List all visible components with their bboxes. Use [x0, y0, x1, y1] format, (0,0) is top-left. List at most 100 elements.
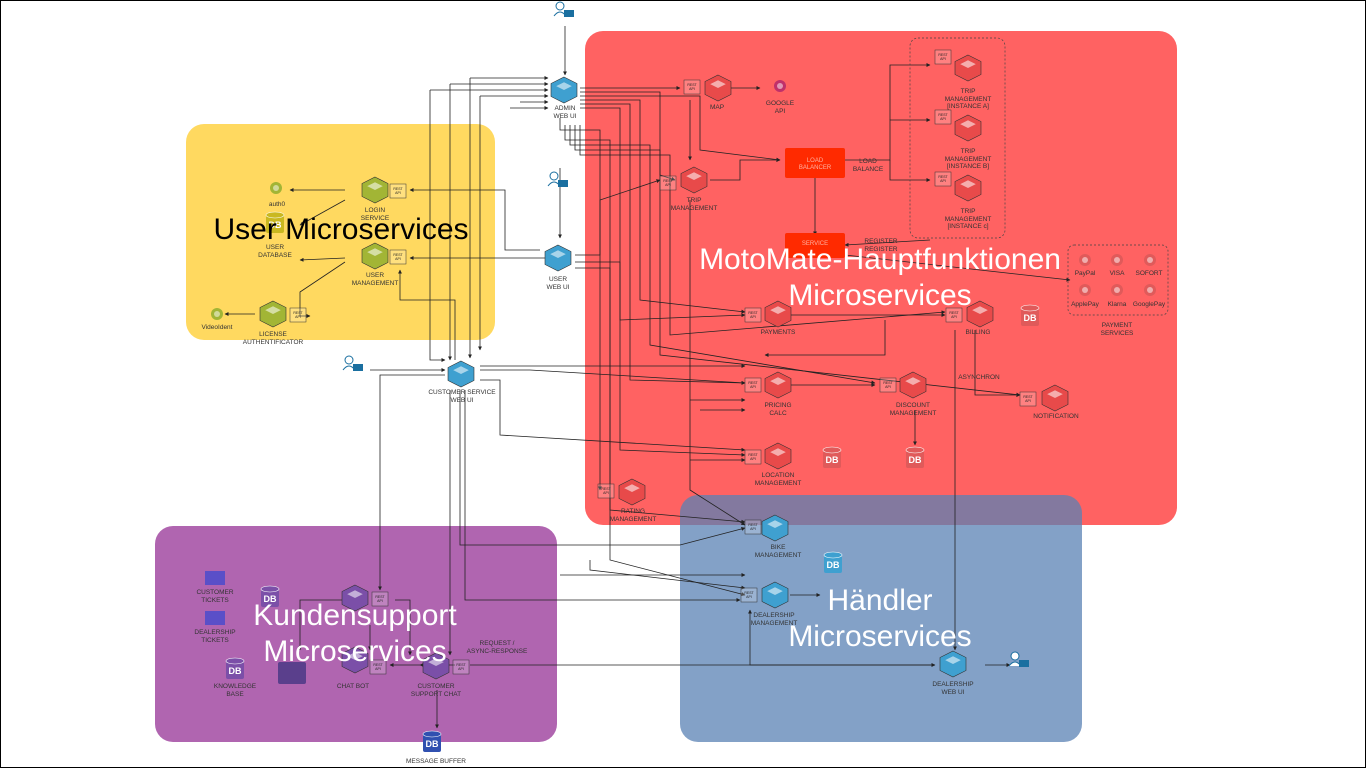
map-label: MAP [709, 104, 725, 111]
rest-api-badge-0-text2: API [689, 87, 695, 91]
google-api-label: GOOGLE API [765, 100, 795, 115]
dealership-web-ui-label: DEALERSHIP WEB UI [932, 681, 974, 696]
googlepay-label: GooglePay [1132, 301, 1166, 308]
dealership-web-ui-icon [939, 650, 967, 678]
payments-icon [764, 300, 792, 328]
region-title-user: User Microservices [213, 213, 469, 246]
knowledge-base-label: KNOWLEDGE BASE [213, 683, 257, 698]
customer-service-web-ui-label: CUSTOMER SERVICE WEB UI [428, 389, 496, 404]
service-registry-text: SERVICE [802, 241, 828, 247]
region-title-dealer: Händler Microservices [788, 584, 972, 653]
login-service-icon [361, 176, 389, 204]
request-async-label: REQUEST / ASYNC-RESPONSE [466, 640, 528, 655]
rest-api-badge-2-text2: API [940, 57, 946, 61]
notification-label: NOTIFICATION [1033, 413, 1079, 420]
videoident-icon-inner [214, 311, 220, 317]
chat-bot-label: CHAT BOT [336, 683, 370, 690]
user-user-icon-head [549, 171, 559, 181]
klarna-label: Klarna [1107, 301, 1127, 308]
sofort-label: SOFORT [1135, 270, 1163, 277]
rest-api-badge-14-text2: API [395, 191, 401, 195]
rest-api-badge-9-text: REST [1023, 395, 1033, 399]
dealership-management-label: DEALERSHIP MANAGEMENT [750, 612, 798, 627]
location-management-icon [764, 442, 792, 470]
rest-api-badge-3-text: REST [938, 113, 948, 117]
support-user-icon-monitor [353, 364, 363, 371]
rest-api-badge-15-text2: API [395, 257, 401, 261]
admin-web-ui-label: ADMIN WEB UI [553, 105, 577, 120]
region-dealer-microservices [680, 495, 1082, 742]
rest-api-badge-1 [659, 175, 677, 191]
user-web-ui-label: USER WEB UI [546, 276, 570, 291]
rest-api-badge-14-text: REST [393, 187, 403, 191]
bike-management-label: BIKE MANAGEMENT [754, 544, 802, 559]
auth0-icon-inner [273, 185, 279, 191]
customer-tickets-label: CUSTOMER TICKETS [196, 589, 234, 604]
google-api-icon-inner [777, 83, 783, 89]
rest-api-badge-13-text: REST [744, 591, 754, 595]
rest-api-badge-16-text: REST [293, 311, 303, 315]
payment-provider-icon-1-inner [1114, 257, 1120, 263]
trip-management-icon [680, 166, 708, 194]
trip-a-icon [954, 54, 982, 82]
user-database-icon-top [265, 211, 285, 219]
dealer-user-icon-head [1010, 651, 1020, 661]
knowledge-base-icon-text: DB [229, 666, 242, 676]
rest-api-badge-5-text2: API [750, 315, 756, 319]
rest-api-badge-17 [371, 591, 389, 607]
location-db-icon [823, 450, 841, 468]
rest-api-badge-13-text2: API [746, 595, 752, 599]
message-buffer-label: MESSAGE BUFFER [406, 758, 466, 765]
dealer-user-icon-monitor [1019, 660, 1029, 667]
rest-api-badge-1-text: REST [663, 179, 673, 183]
dealership-tickets-label: DEALERSHIP TICKETS [194, 629, 236, 644]
discount-db-icon [906, 450, 924, 468]
rest-api-badge-13 [740, 587, 758, 603]
user-database-icon [266, 215, 284, 233]
location-db-icon-text: DB [826, 455, 839, 465]
rest-api-badge-5 [744, 307, 762, 323]
user-database-label: USER DATABASE [258, 244, 292, 259]
rest-api-badge-6-text: REST [949, 311, 959, 315]
rest-api-badge-12-text: REST [748, 523, 758, 527]
rating-management-icon [618, 478, 646, 506]
discount-management-label: DISCOUNT MANAGEMENT [889, 402, 937, 417]
rest-api-badge-4-text: REST [938, 175, 948, 179]
discount-db-icon-text: DB [909, 455, 922, 465]
visa-label: VISA [1109, 270, 1125, 277]
applepay-label: ApplePay [1071, 301, 1099, 308]
pricing-calc-label: PRICING CALC [764, 402, 792, 417]
chat-bot-icon [341, 646, 369, 674]
admin-user-icon-monitor [564, 10, 574, 17]
region-support-microservices [155, 526, 557, 742]
billing-db-icon-top [1020, 304, 1040, 312]
rest-api-badge-19-text2: API [458, 667, 464, 671]
discount-management-icon [899, 371, 927, 399]
location-db-icon-top [822, 446, 842, 454]
trip-b-icon [954, 114, 982, 142]
support-db-icon [261, 589, 279, 607]
message-buffer-icon-text: DB [426, 739, 439, 749]
payment-provider-icon-0-inner [1082, 257, 1088, 263]
license-authenticator-icon [259, 300, 287, 328]
customer-support-chat-label: CUSTOMER SUPPORT CHAT [410, 683, 462, 698]
rest-api-badge-18 [369, 659, 387, 675]
rest-api-badge-12 [744, 519, 762, 535]
location-management-label: LOCATION MANAGEMENT [754, 472, 802, 487]
admin-web-ui-icon [550, 76, 578, 104]
trip-c-icon [954, 174, 982, 202]
payment-provider-icon-3-inner [1082, 287, 1088, 293]
rest-api-badge-19-text: REST [456, 663, 466, 667]
rest-api-badge-18-text: REST [373, 663, 383, 667]
rest-api-badge-11-text: REST [601, 487, 611, 491]
rest-api-badge-14 [389, 183, 407, 199]
rest-api-badge-6 [945, 307, 963, 323]
load-balance-label: LOAD BALANCE [852, 158, 884, 173]
trip-b-label: TRIP MANAGEMENT [INSTANCE B] [944, 148, 992, 170]
rest-api-badge-6-text2: API [951, 315, 957, 319]
customer-support-chat-icon [422, 652, 450, 680]
trip-c-label: TRIP MANAGEMENT [INSTANCE c] [944, 208, 992, 230]
rest-api-badge-3-text2: API [940, 117, 946, 121]
payment-provider-icon-4-inner [1114, 287, 1120, 293]
map-icon [704, 74, 732, 102]
